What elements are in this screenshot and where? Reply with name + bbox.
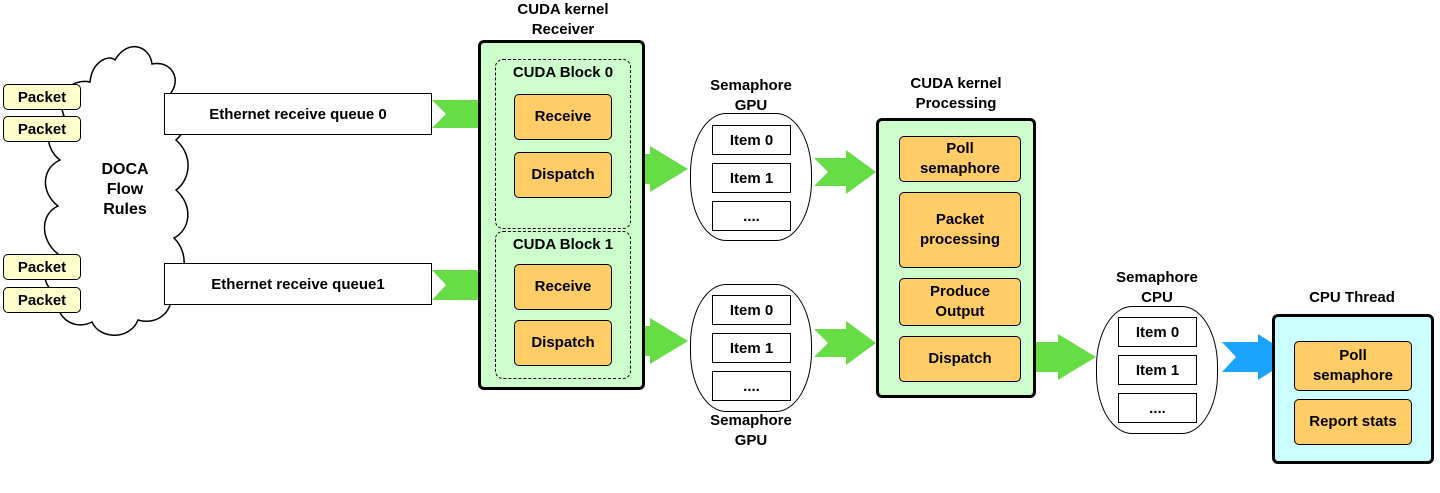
block1-dispatch-op: Dispatch: [514, 320, 612, 366]
receiver-title-line-1: CUDA kernel: [517, 1, 609, 18]
block1-receive-op: Receive: [514, 264, 612, 310]
block0-receive-op: Receive: [514, 94, 612, 140]
cpu-poll-semaphore-line-2: semaphore: [1312, 367, 1394, 384]
semaphore-gpu-bottom-title-line-1: Semaphore: [710, 412, 792, 429]
semaphore-cpu-item-1: Item 1: [1118, 355, 1197, 385]
cuda-block-0-title: CUDA Block 0: [512, 64, 614, 81]
cpu-thread: Poll semaphore Report stats: [1272, 314, 1434, 464]
semaphore-gpu-bottom-title-line-2: GPU: [734, 432, 768, 449]
cuda-block-0: CUDA Block 0 Receive Dispatch: [495, 59, 631, 229]
receiver-title-line-2: Receiver: [531, 21, 595, 38]
semaphore-gpu-top-title: Semaphore GPU: [690, 76, 812, 116]
poll-semaphore-line-1: Poll: [946, 140, 974, 157]
semaphore-gpu-top: Item 0 Item 1 ....: [690, 113, 812, 241]
semaphore-cpu-item-more: ....: [1118, 393, 1197, 423]
semaphore-gpu-top-item-1: Item 1: [712, 163, 791, 193]
cpu-poll-semaphore-line-1: Poll: [1339, 347, 1367, 364]
semaphore-gpu-top-item-more: ....: [712, 201, 791, 231]
doca-flow-rules-label: DOCA Flow Rules: [80, 160, 170, 220]
cuda-block-1-title: CUDA Block 1: [512, 236, 614, 253]
semaphore-gpu-bottom-item-more: ....: [712, 371, 791, 401]
packet-processing-line-1: Packet: [935, 211, 985, 228]
cuda-kernel-receiver: CUDA Block 0 Receive Dispatch CUDA Block…: [478, 40, 645, 390]
report-stats-line-1: Report stats: [1309, 413, 1397, 430]
cpu-poll-semaphore-op: Poll semaphore: [1294, 341, 1412, 391]
processing-kernel-title: CUDA kernel Processing: [876, 74, 1036, 114]
packet-4: Packet: [3, 287, 81, 313]
ethernet-receive-queue-1: Ethernet receive queue1: [164, 263, 432, 305]
packet-3: Packet: [3, 254, 81, 280]
semaphore-cpu: Item 0 Item 1 ....: [1096, 306, 1218, 434]
produce-output-line-2: Output: [935, 303, 985, 320]
semaphore-cpu-item-0: Item 0: [1118, 317, 1197, 347]
semaphore-gpu-bottom: Item 0 Item 1 ....: [690, 284, 812, 412]
cloud-line-2: Flow: [106, 181, 144, 198]
semaphore-cpu-title: Semaphore CPU: [1096, 268, 1218, 308]
semaphore-gpu-bottom-item-1: Item 1: [712, 333, 791, 363]
produce-output-line-1: Produce: [929, 283, 990, 300]
receiver-kernel-title: CUDA kernel Receiver: [478, 0, 648, 40]
arrow-semaphore1-to-processing: [814, 321, 876, 365]
semaphore-gpu-top-item-0: Item 0: [712, 125, 791, 155]
packet-processing-op: Packet processing: [899, 192, 1021, 268]
packet-1: Packet: [3, 84, 81, 110]
packet-processing-line-2: processing: [919, 231, 1001, 248]
processing-title-line-1: CUDA kernel: [910, 75, 1002, 92]
packet-2: Packet: [3, 116, 81, 142]
report-stats-op: Report stats: [1294, 399, 1412, 445]
semaphore-gpu-bottom-item-0: Item 0: [712, 295, 791, 325]
arrow-processing-to-semaphore-cpu: [1020, 334, 1096, 380]
block0-dispatch-op: Dispatch: [514, 152, 612, 198]
semaphore-gpu-top-title-line-2: GPU: [734, 97, 768, 114]
arrow-semaphore0-to-processing: [814, 150, 876, 194]
processing-title-line-2: Processing: [915, 95, 997, 112]
semaphore-cpu-title-line-1: Semaphore: [1116, 269, 1198, 286]
cpu-thread-title: CPU Thread: [1309, 289, 1395, 306]
ethernet-receive-queue-0: Ethernet receive queue 0: [164, 93, 432, 135]
cloud-line-1: DOCA: [101, 161, 149, 178]
processing-dispatch-op: Dispatch: [899, 336, 1021, 382]
poll-semaphore-line-2: semaphore: [919, 160, 1001, 177]
semaphore-gpu-bottom-title: Semaphore GPU: [690, 411, 812, 451]
processing-dispatch-line-1: Dispatch: [928, 350, 992, 367]
cloud-line-3: Rules: [103, 201, 147, 218]
poll-semaphore-op: Poll semaphore: [899, 136, 1021, 182]
semaphore-cpu-title-line-2: CPU: [1141, 289, 1173, 306]
semaphore-gpu-top-title-line-1: Semaphore: [710, 77, 792, 94]
cuda-block-1: CUDA Block 1 Receive Dispatch: [495, 231, 631, 379]
